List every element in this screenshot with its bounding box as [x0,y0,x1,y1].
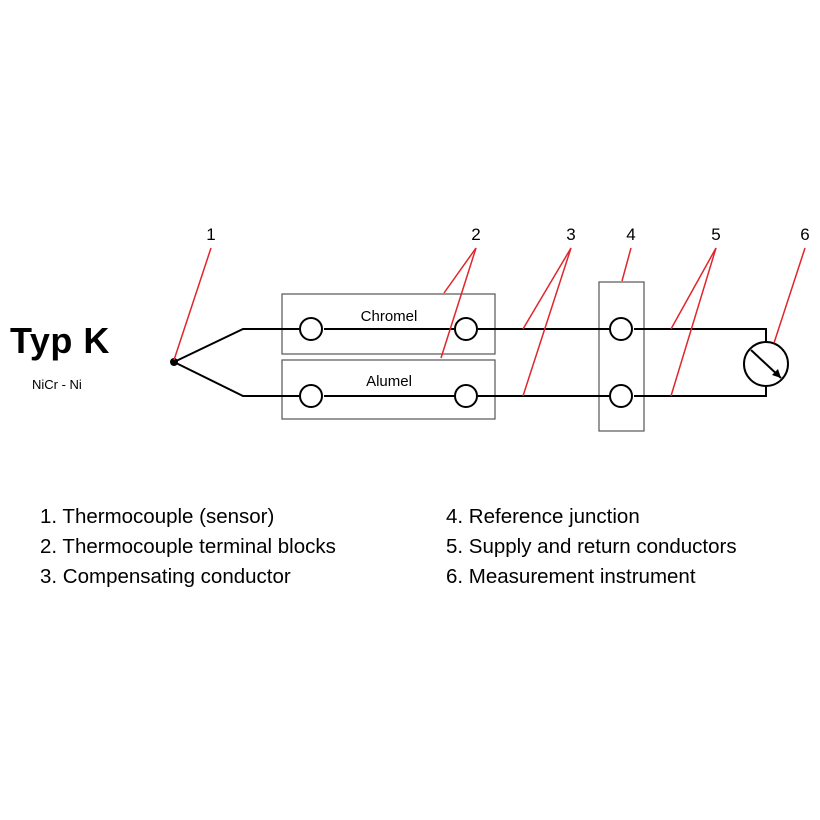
callout-2: 2 [471,225,480,244]
leader-2a [443,247,477,294]
leader-lines [173,247,806,397]
legend-right: 4. Reference junction 5. Supply and retu… [446,502,737,592]
terminals [299,317,633,408]
return-conductor [634,384,767,397]
leader-5b [670,247,717,397]
sensor-lead-top [173,328,299,363]
terminal-block-top [281,293,496,355]
legend-left: 1. Thermocouple (sensor) 2. Thermocouple… [40,502,336,592]
terminal-top-2 [454,317,478,341]
reference-junction-box [598,281,645,432]
diagram-title: Typ K [10,320,110,361]
callout-1: 1 [206,225,215,244]
leader-4 [621,247,632,282]
supply-conductor [634,328,767,345]
callout-6: 6 [800,225,809,244]
legend-item: 2. Thermocouple terminal blocks [40,535,336,558]
block-label-alumel: Alumel [366,373,412,390]
callout-5: 5 [711,225,720,244]
leader-6 [773,247,806,344]
callout-3: 3 [566,225,575,244]
legend-item: 3. Compensating conductor [40,565,291,588]
leader-3a [522,247,572,330]
terminal-top-1 [299,317,323,341]
diagram-subtitle: NiCr - Ni [32,377,82,392]
callout-4: 4 [626,225,635,244]
wires [173,328,767,397]
terminal-bottom-2 [454,384,478,408]
terminal-ref-bottom [609,384,633,408]
legend-item: 5. Supply and return conductors [446,535,737,558]
measurement-instrument-icon [743,341,789,387]
terminal-ref-top [609,317,633,341]
block-label-chromel: Chromel [361,308,418,325]
legend-item: 4. Reference junction [446,505,640,528]
legend-item: 1. Thermocouple (sensor) [40,505,275,528]
legend-item: 6. Measurement instrument [446,565,696,588]
terminal-bottom-1 [299,384,323,408]
leader-1 [173,247,212,361]
sensor-lead-bottom [173,361,299,397]
leader-3b [522,247,572,397]
terminal-block-bottom [281,359,496,420]
leader-2b [440,247,477,359]
sensor-junction-dot [170,358,178,366]
leader-5a [670,247,717,330]
